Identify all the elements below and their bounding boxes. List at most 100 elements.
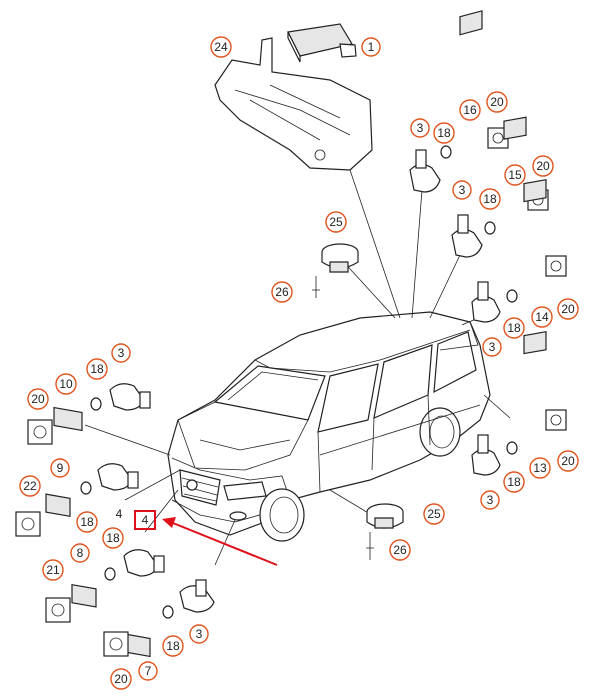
callout-number: 18: [483, 192, 497, 206]
callout-number: 18: [80, 515, 94, 529]
sensor-rear-4: [471, 331, 567, 476]
callout-circle: [389, 539, 411, 561]
sensor-front-3: [45, 549, 165, 623]
highlighted-part: 4: [134, 510, 278, 566]
callout-number: 25: [427, 507, 441, 521]
callout-circle: [531, 306, 553, 328]
sensor-rear-3: [471, 179, 567, 323]
callout-21: 21: [42, 559, 64, 581]
callout-24: 24: [210, 36, 232, 58]
callout-number: 13: [533, 461, 547, 475]
callout-circle: [110, 668, 132, 690]
callout-number: 18: [507, 321, 521, 335]
callout-number: 3: [459, 183, 466, 197]
highlight-arrow-shaft: [167, 520, 278, 566]
callout-circle: [482, 337, 502, 357]
callout-number: 18: [106, 531, 120, 545]
callout-circle: [504, 164, 526, 186]
control-unit-bracket: [214, 23, 373, 171]
callout-circle: [452, 180, 472, 200]
callout-8: 8: [70, 543, 90, 563]
callout-circle: [19, 475, 41, 497]
callout-25: 25: [325, 211, 347, 233]
callout-16: 16: [459, 99, 481, 121]
callout-number: 9: [57, 461, 64, 475]
callout-number: 8: [77, 546, 84, 560]
callout-number: 22: [23, 479, 37, 493]
callout-3: 3: [189, 624, 209, 644]
callout-circle: [55, 373, 77, 395]
callout-3: 3: [480, 490, 500, 510]
callout-20: 20: [532, 155, 554, 177]
callout-circle: [503, 317, 525, 339]
callout-circle: [532, 155, 554, 177]
callout-number: 1: [368, 40, 375, 54]
callout-number: 21: [46, 563, 60, 577]
callout-1: 1: [361, 37, 381, 57]
callout-number: 20: [114, 672, 128, 686]
callout-number: 20: [536, 159, 550, 173]
callout-number: 26: [275, 285, 289, 299]
callout-circle: [459, 99, 481, 121]
callout-9: 9: [50, 458, 70, 478]
callout-circle: [210, 36, 232, 58]
callout-circle: [271, 281, 293, 303]
callout-circle: [138, 661, 158, 681]
callout-14: 14: [531, 306, 553, 328]
highlight-box: [134, 510, 156, 530]
callout-number: 25: [329, 215, 343, 229]
callout-circle: [42, 559, 64, 581]
plain-label-4: 4: [116, 507, 123, 521]
sensor-rear-1: [409, 10, 509, 193]
callout-3: 3: [482, 337, 502, 357]
callout-circle: [479, 188, 501, 210]
callout-20: 20: [27, 388, 49, 410]
callout-18: 18: [479, 188, 501, 210]
callout-number: 10: [59, 377, 73, 391]
callout-circle: [433, 122, 455, 144]
highlight-arrow-head: [162, 517, 176, 528]
callout-number: 18: [507, 475, 521, 489]
callout-circle: [50, 458, 70, 478]
callout-22: 22: [19, 475, 41, 497]
sensor-front-2: [15, 463, 139, 537]
callout-labels: 1 24 3 18 16 20 3 18 15 20 25 26 20 14 18 3 3 18 10 20 20 13 1…: [19, 36, 579, 690]
callout-number: 20: [31, 392, 45, 406]
callout-26: 26: [271, 281, 293, 303]
callout-number: 16: [463, 103, 477, 117]
callout-number: 3: [417, 121, 424, 135]
callout-7: 7: [138, 661, 158, 681]
callout-number: 26: [393, 543, 407, 557]
sensor-front-4: [103, 579, 215, 658]
callout-circle: [189, 624, 209, 644]
callout-circle: [102, 527, 124, 549]
callout-circle: [27, 388, 49, 410]
callout-number: 18: [166, 639, 180, 653]
callout-number: 18: [437, 126, 451, 140]
callout-circle: [423, 503, 445, 525]
callout-20: 20: [557, 298, 579, 320]
callout-18: 18: [102, 527, 124, 549]
callout-3: 3: [410, 118, 430, 138]
callout-number: 24: [214, 40, 228, 54]
callout-number: 20: [490, 95, 504, 109]
callout-circle: [480, 490, 500, 510]
callout-circle: [486, 91, 508, 113]
callout-10: 10: [55, 373, 77, 395]
callout-number: 3: [489, 340, 496, 354]
callout-circle: [325, 211, 347, 233]
callout-circle: [86, 358, 108, 380]
callout-number: 14: [535, 310, 549, 324]
callout-circle: [162, 635, 184, 657]
callout-circle: [70, 543, 90, 563]
callout-number: 15: [508, 168, 522, 182]
callout-20: 20: [110, 668, 132, 690]
callout-circle: [529, 457, 551, 479]
callout-20: 20: [557, 450, 579, 472]
warning-buzzer-bottom: [366, 503, 404, 560]
callout-20: 20: [486, 91, 508, 113]
callout-26: 26: [389, 539, 411, 561]
callout-18: 18: [503, 317, 525, 339]
